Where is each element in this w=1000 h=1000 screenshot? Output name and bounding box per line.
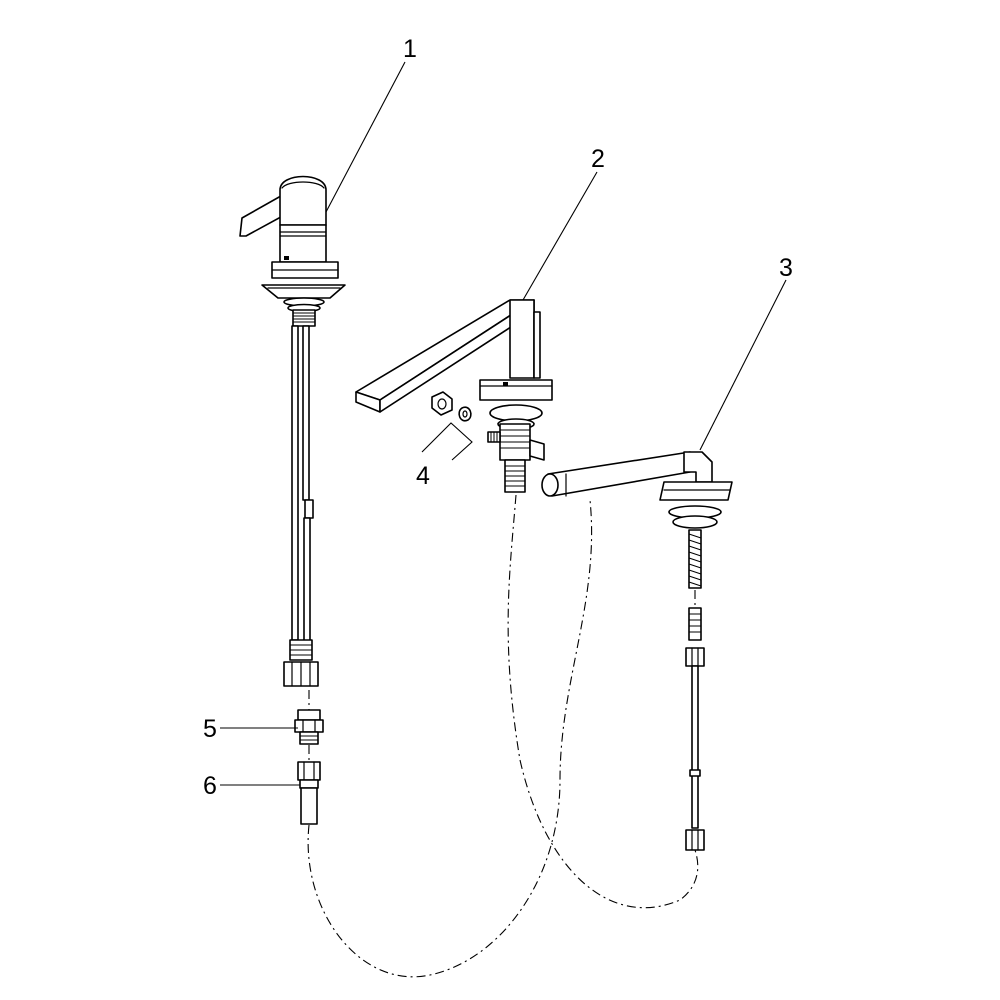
- part-4-nut-and-washer: [431, 391, 472, 422]
- part-3-hand-shower: [541, 451, 733, 851]
- callout-labels: 1 2 3 4 5 6: [203, 35, 793, 800]
- part-6-connector: [297, 761, 321, 825]
- callout-3: 3: [779, 254, 793, 282]
- callout-2: 2: [591, 145, 605, 173]
- callout-6: 6: [203, 772, 217, 800]
- leader-lines: [220, 61, 787, 786]
- callout-1: 1: [403, 35, 417, 63]
- part-2-spout: [355, 299, 553, 493]
- connection-paths: [307, 494, 699, 978]
- callout-4: 4: [416, 462, 430, 490]
- part-5-adapter-nipple: [294, 709, 324, 745]
- callout-5: 5: [203, 715, 217, 743]
- part-1-mixer-valve: [239, 175, 346, 687]
